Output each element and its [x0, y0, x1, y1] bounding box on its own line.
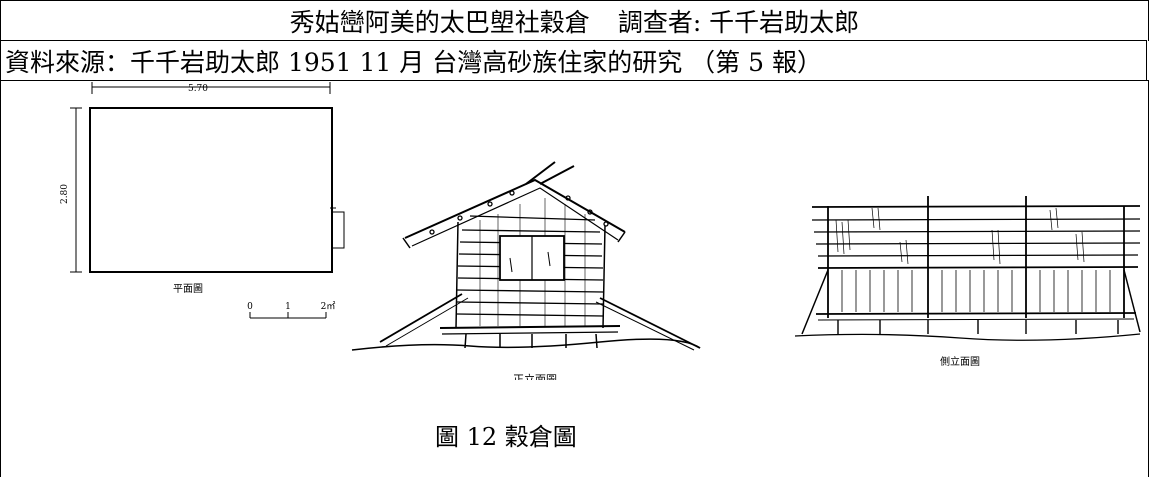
title-row: 秀姑巒阿美的太巴塱社穀倉 調查者: 千千岩助太郎	[0, 0, 1149, 41]
figure-caption: 圖 12 穀倉圖	[435, 423, 577, 451]
scale-tick-0: 0	[247, 302, 253, 312]
source-text: 資料來源：千千岩助太郎 1951 11 月 台灣高砂族住家的研究 （第 5 報）	[5, 47, 822, 77]
plan-width-dimension: 5.70	[188, 84, 208, 94]
front-elevation	[351, 161, 701, 351]
plan-depth-dimension: 2.80	[60, 184, 70, 204]
scale-tick-2: 2㎡	[321, 301, 336, 312]
side-elevation	[794, 196, 1141, 341]
scale-tick-1: 1	[285, 302, 291, 312]
front-elevation-label: 正立面圖	[513, 372, 557, 380]
source-row: 資料來源：千千岩助太郎 1951 11 月 台灣高砂族住家的研究 （第 5 報）	[0, 40, 1147, 80]
granary-title: 秀姑巒阿美的太巴塱社穀倉	[289, 8, 590, 37]
side-elevation-label: 側立面圖	[940, 355, 980, 368]
plan-view	[70, 82, 345, 319]
granary-drawings: 5.70 2.80 平面圖 0 1 2㎡	[60, 82, 1141, 380]
plan-label: 平面圖	[173, 283, 203, 295]
figure-cell	[0, 80, 1149, 477]
investigator-label: 調查者: 千千岩助太郎	[617, 8, 860, 37]
